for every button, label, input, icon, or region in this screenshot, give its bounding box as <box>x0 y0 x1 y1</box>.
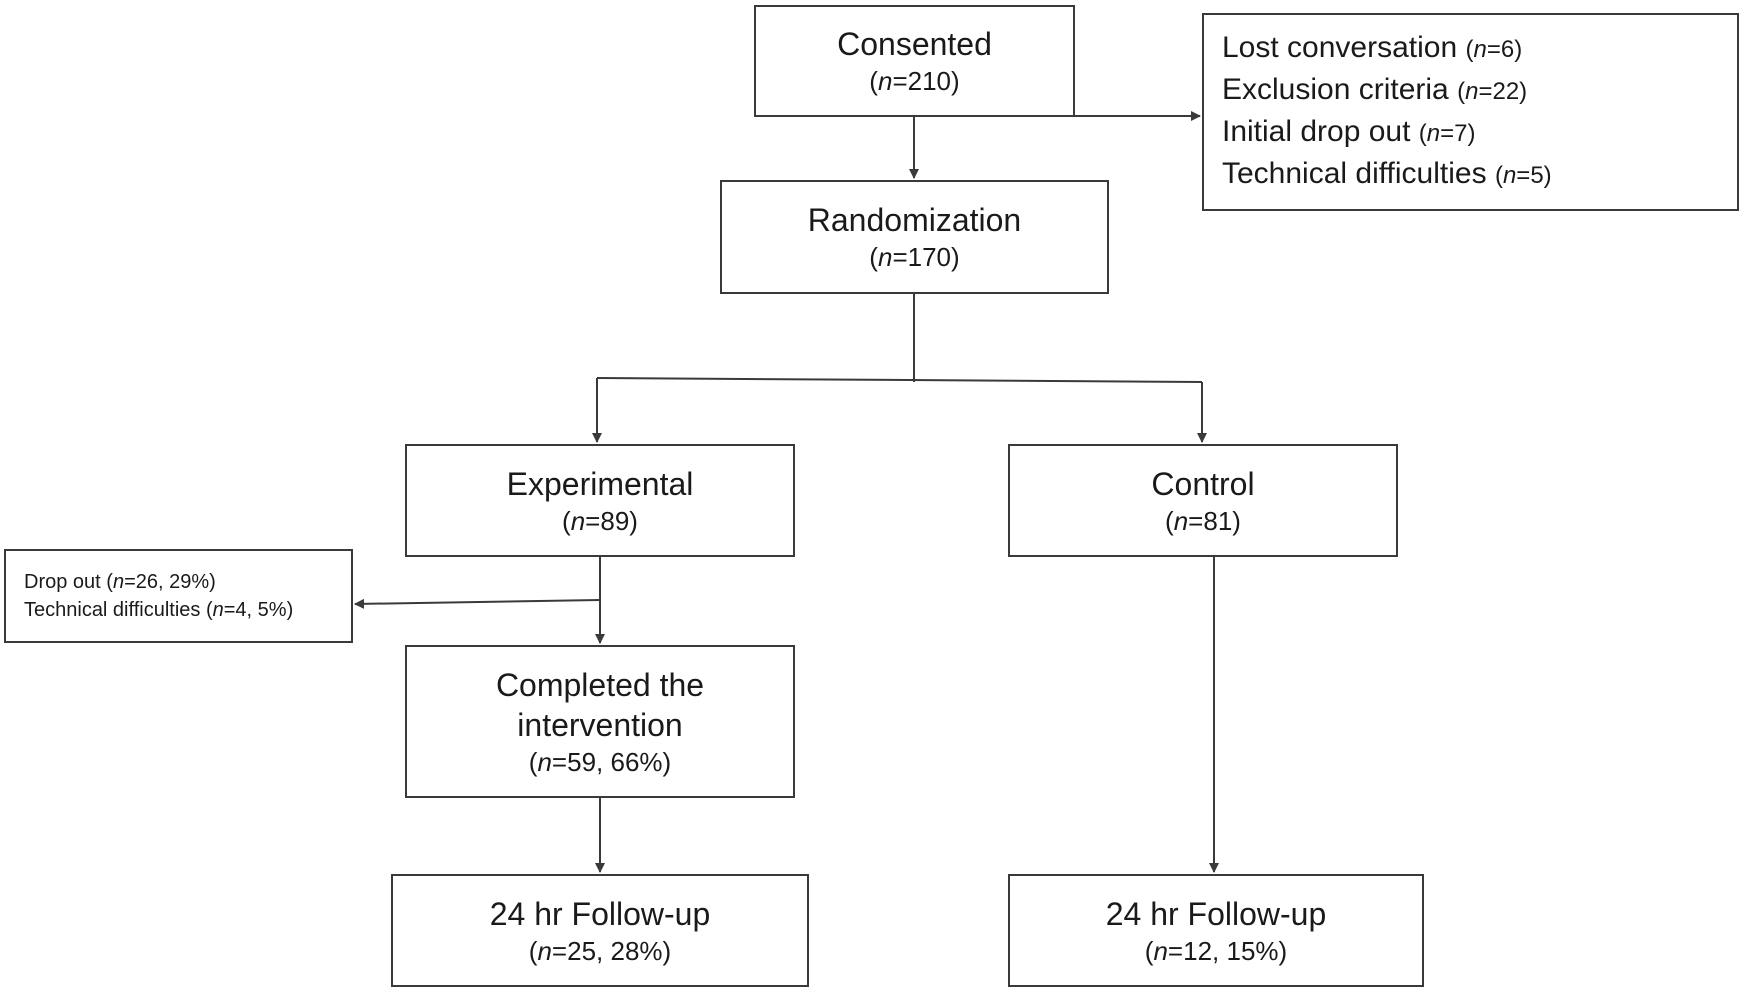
exp-dropout-box: Drop out (n=26, 29%) Technical difficult… <box>4 549 353 643</box>
consented-title: Consented <box>837 26 992 62</box>
exp-dropout-item: Technical difficulties (n=4, 5%) <box>24 599 294 621</box>
excluded-item: Initial drop out (n=7) <box>1222 115 1476 148</box>
excluded-item: Technical difficulties (n=5) <box>1222 157 1552 190</box>
control-title: Control <box>1151 465 1255 502</box>
exp-followup-count: (n=25, 28%) <box>528 935 672 966</box>
ctrl-followup-title: 24 hr Follow-up <box>1105 895 1327 932</box>
exp-dropout-item: Drop out (n=26, 29%) <box>24 571 216 593</box>
excluded-box: Lost conversation (n=6) Exclusion criter… <box>1202 13 1739 211</box>
experimental-box: Experimental (n=89) <box>405 444 795 557</box>
completed-title-line2: intervention <box>517 706 683 743</box>
exp-followup-title: 24 hr Follow-up <box>489 895 711 932</box>
randomization-title: Randomization <box>807 202 1022 238</box>
control-count: (n=81) <box>1165 505 1241 536</box>
ctrl-followup-count: (n=12, 15%) <box>1144 935 1288 966</box>
completed-count: (n=59, 66%) <box>528 746 672 777</box>
completed-box: Completed the intervention (n=59, 66%) <box>405 645 795 798</box>
experimental-count: (n=89) <box>562 505 638 536</box>
ctrl-followup-box: 24 hr Follow-up (n=12, 15%) <box>1008 874 1424 987</box>
excluded-item: Lost conversation (n=6) <box>1222 31 1523 64</box>
consented-box: Consented (n=210) <box>754 5 1075 117</box>
experimental-title: Experimental <box>506 465 694 502</box>
consented-count: (n=210) <box>869 66 960 96</box>
control-box: Control (n=81) <box>1008 444 1398 557</box>
line-split-horizontal <box>596 377 1203 383</box>
arrow-to-exp-dropout <box>354 598 601 609</box>
excluded-item: Exclusion criteria (n=22) <box>1222 73 1528 106</box>
randomization-count: (n=170) <box>869 242 960 272</box>
randomization-box: Randomization (n=170) <box>720 180 1109 294</box>
exp-followup-box: 24 hr Follow-up (n=25, 28%) <box>391 874 809 987</box>
completed-title-line1: Completed the <box>495 666 705 703</box>
